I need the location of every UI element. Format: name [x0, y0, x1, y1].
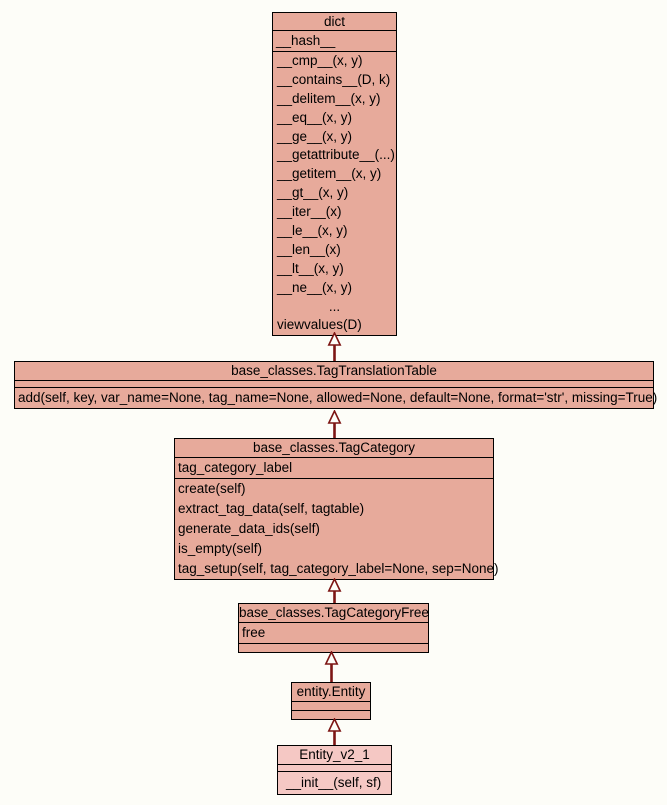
method-row: __gt__(x, y)	[277, 185, 349, 201]
method-row: __init__(self, sf)	[286, 775, 382, 790]
class-title: dict	[323, 14, 345, 29]
inheritance-arrow-tagtranslationtable-to-dict	[327, 332, 342, 361]
method-row: add(self, key, var_name=None, tag_name=N…	[18, 390, 658, 405]
methods-section-empty	[292, 710, 370, 719]
method-row: __iter__(x)	[277, 204, 342, 220]
attribute-row: __hash__	[276, 33, 336, 48]
attributes-section-empty	[278, 764, 391, 771]
method-row: create(self)	[178, 481, 246, 496]
methods-section: __cmp__(x, y) __contains__(D, k) __delit…	[273, 51, 396, 335]
method-row: viewvalues(D)	[277, 317, 362, 333]
method-row: __cmp__(x, y)	[277, 53, 363, 68]
attributes-section: tag_category_label	[175, 457, 493, 478]
methods-section: add(self, key, var_name=None, tag_name=N…	[15, 387, 658, 408]
method-row: extract_tag_data(self, tagtable)	[178, 501, 365, 516]
class-box-dict: dict __hash__ __cmp__(x, y) __contains__…	[272, 12, 397, 337]
method-row: __contains__(D, k)	[277, 71, 391, 87]
ellipsis-row: ...	[328, 298, 341, 314]
class-title: Entity_v2_1	[299, 747, 370, 762]
method-row: __lt__(x, y)	[277, 260, 344, 276]
method-row: tag_setup(self, tag_category_label=None,…	[178, 561, 499, 576]
method-row: __len__(x)	[277, 241, 341, 257]
method-row: __eq__(x, y)	[277, 109, 353, 125]
method-row: __getitem__(x, y)	[277, 166, 382, 182]
class-title: base_classes.TagCategory	[252, 440, 416, 455]
inheritance-arrow-entityv21-to-entity	[327, 718, 342, 745]
attributes-section: free	[239, 622, 428, 643]
attribute-row: free	[242, 625, 266, 640]
class-box-entity-v2-1: Entity_v2_1 __init__(self, sf)	[277, 745, 392, 795]
attributes-section-empty	[15, 380, 653, 387]
inheritance-arrow-icon	[324, 651, 339, 682]
inheritance-arrow-icon	[327, 578, 342, 603]
inheritance-arrow-tagcategory-to-tagtranslationtable	[327, 410, 342, 438]
attributes-section-empty	[292, 701, 370, 710]
methods-section: __init__(self, sf)	[278, 771, 391, 794]
method-row: is_empty(self)	[178, 541, 263, 556]
method-row: __ne__(x, y)	[277, 279, 353, 295]
class-box-tagcategoryfree: base_classes.TagCategoryFree free	[238, 603, 429, 653]
attributes-section: __hash__	[273, 30, 396, 51]
inheritance-arrow-icon	[327, 332, 342, 361]
method-row: __delitem__(x, y)	[277, 90, 381, 106]
inheritance-arrow-icon	[327, 718, 342, 745]
attribute-row: tag_category_label	[178, 460, 293, 475]
class-box-tagcategory: base_classes.TagCategory tag_category_la…	[174, 438, 499, 580]
inheritance-arrow-icon	[327, 410, 342, 438]
class-title: base_classes.TagCategoryFree	[239, 605, 428, 620]
method-row: __le__(x, y)	[277, 223, 348, 239]
methods-section: create(self) extract_tag_data(self, tagt…	[175, 478, 499, 579]
class-title: base_classes.TagTranslationTable	[231, 363, 437, 378]
methods-section-empty	[239, 643, 428, 652]
class-box-tagtranslationtable: base_classes.TagTranslationTable add(sel…	[14, 361, 658, 409]
class-title: entity.Entity	[296, 684, 366, 699]
class-box-entity: entity.Entity	[291, 682, 371, 720]
method-row: __ge__(x, y)	[277, 128, 353, 144]
inheritance-arrow-tagcategoryfree-to-tagcategory	[327, 578, 342, 603]
method-row: __getattribute__(...)	[277, 147, 395, 163]
inheritance-arrow-entity-to-tagcategoryfree	[324, 651, 339, 682]
method-row: generate_data_ids(self)	[178, 521, 320, 536]
